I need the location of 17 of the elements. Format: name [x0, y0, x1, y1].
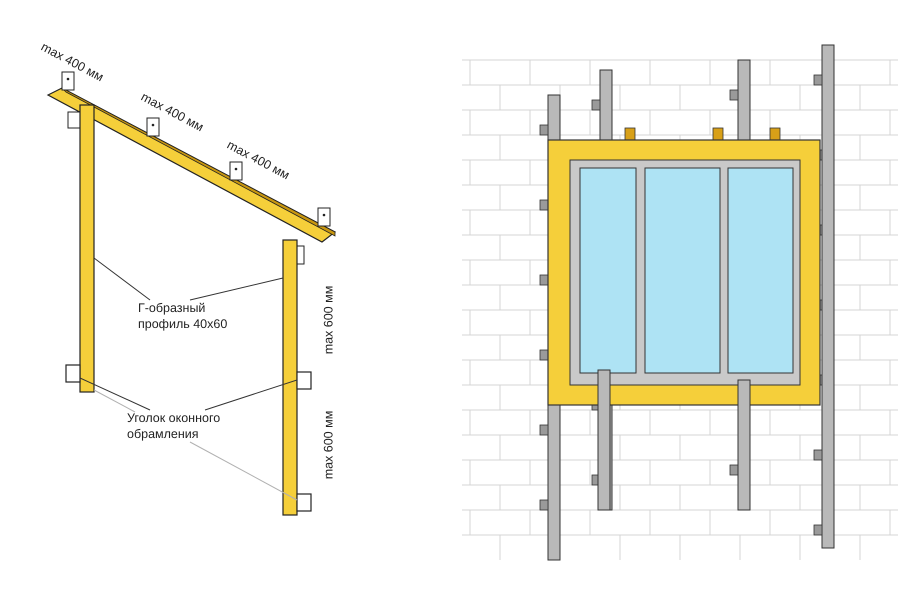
- dimension-label: max 400 мм: [224, 136, 292, 184]
- vertical-profile: [282, 239, 298, 516]
- leader-line: [190, 278, 284, 300]
- dimension-label: max 400 мм: [38, 38, 106, 86]
- leader-line: [190, 442, 298, 500]
- leader-line: [80, 378, 150, 410]
- mounting-bracket: [296, 371, 312, 390]
- vertical-profile: [79, 104, 95, 393]
- part-label: Г-образный профиль 40х60: [138, 300, 248, 332]
- mounting-bracket: [65, 364, 81, 383]
- dimension-label: max 600 мм: [320, 410, 336, 480]
- mounting-bracket: [296, 493, 312, 512]
- part-label: Уголок оконного обрамления: [127, 410, 247, 442]
- dimension-label: max 600 мм: [320, 286, 336, 354]
- leader-line: [94, 390, 136, 412]
- leader-line: [94, 258, 150, 300]
- dimension-label: max 400 мм: [138, 88, 206, 136]
